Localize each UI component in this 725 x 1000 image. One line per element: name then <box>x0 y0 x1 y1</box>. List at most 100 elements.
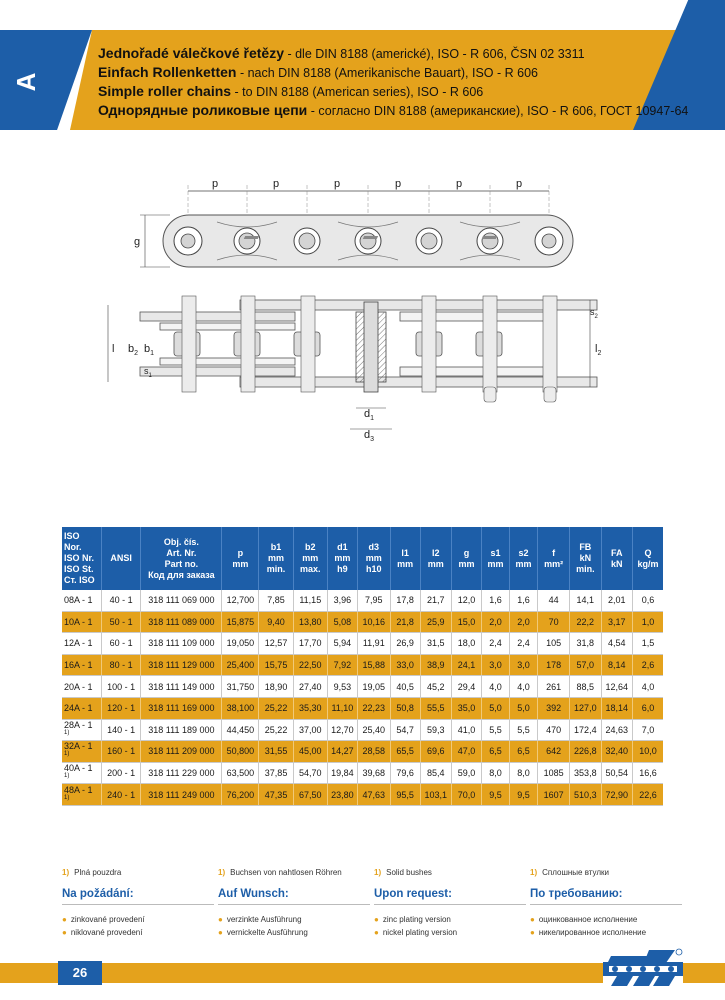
table-cell: 318 111 249 000 <box>140 783 223 806</box>
company-logo <box>603 948 683 990</box>
list-item: ●оцинкованное исполнение <box>530 915 638 924</box>
table-cell: 24,63 <box>601 719 633 742</box>
footnote-column-de: 1)Buchsen von nahtlosen Röhren Auf Wunsc… <box>218 868 378 939</box>
table-cell: 76,200 <box>221 783 260 806</box>
table-cell: 29,4 <box>451 675 482 698</box>
table-cell: 40,5 <box>390 675 421 698</box>
request-title: По требованию: <box>530 888 623 900</box>
table-cell: 32,40 <box>601 740 633 763</box>
col-d3: d3 mm h10 <box>357 527 391 590</box>
bullet-icon: ● <box>374 928 379 937</box>
table-cell: 22,50 <box>293 654 328 677</box>
col-q: Q kg/m <box>632 527 663 590</box>
col-l1: l1 mm <box>390 527 421 590</box>
cell-text: 40A - 1 <box>64 763 93 774</box>
list-item: ●nickel plating version <box>374 928 458 937</box>
col-ansi: ANSI <box>101 527 142 590</box>
table-cell: 18,90 <box>258 675 294 698</box>
table-cell: 1,5 <box>632 632 663 655</box>
pitch-label: p <box>456 178 462 190</box>
logo-stamp-icon <box>243 236 498 239</box>
table-cell: 8,0 <box>509 762 539 785</box>
table-cell: 318 111 189 000 <box>140 719 223 742</box>
table-cell: 7,92 <box>327 654 358 677</box>
table-cell: 60 - 1 <box>101 632 142 655</box>
table-cell: 88,5 <box>569 675 602 698</box>
table-cell: 2,0 <box>481 611 510 634</box>
table-cell: 40 - 1 <box>101 590 142 612</box>
table-cell: 45,00 <box>293 740 328 763</box>
table-cell: 16,6 <box>632 762 663 785</box>
table-cell: 318 111 089 000 <box>140 611 223 634</box>
footnote-column-en: 1)Solid bushes Upon request: ●zinc plati… <box>374 868 534 939</box>
cell-text: 48A - 1 <box>64 784 93 795</box>
bullet-icon: ● <box>62 915 67 924</box>
col-d1: d1 mm h9 <box>327 527 358 590</box>
table-cell: 1,6 <box>509 590 539 612</box>
table-cell: 33,0 <box>390 654 421 677</box>
section-letter: A <box>11 72 41 92</box>
table-cell: 10,16 <box>357 611 391 634</box>
bullet-icon: ● <box>218 928 223 937</box>
list-item: ●никелированное исполнение <box>530 928 647 937</box>
footnote-mark: 1) <box>64 794 70 801</box>
table-cell: 12,57 <box>258 632 294 655</box>
table-cell: 9,5 <box>509 783 539 806</box>
col-f: f mm² <box>537 527 571 590</box>
table-cell: 7,95 <box>357 590 391 612</box>
table-cell: 7,0 <box>632 719 663 742</box>
title-ru: Однорядные роликовые цепи - согласно DIN… <box>98 102 689 118</box>
divider <box>218 904 370 905</box>
table-cell: 22,6 <box>632 783 663 806</box>
table-cell: 8,14 <box>601 654 633 677</box>
table-cell: 10,0 <box>632 740 663 763</box>
chain-section-view <box>139 295 598 403</box>
table-cell: 63,500 <box>221 762 260 785</box>
table-cell: 23,80 <box>327 783 358 806</box>
table-cell: 50,8 <box>390 697 421 720</box>
table-cell: 11,15 <box>293 590 328 612</box>
table-cell: 2,4 <box>509 632 539 655</box>
table-cell: 6,5 <box>509 740 539 763</box>
svg-text:d1: d1 <box>364 408 374 422</box>
table-cell: 26,9 <box>390 632 421 655</box>
table-cell: 25,400 <box>221 654 260 677</box>
table-cell: 127,0 <box>569 697 602 720</box>
chain-drawing: p p p p p p <box>107 178 601 443</box>
table-cell: 15,875 <box>221 611 260 634</box>
table-cell: 25,22 <box>258 719 294 742</box>
table-cell: 9,40 <box>258 611 294 634</box>
title-en: Simple roller chains - to DIN 8188 (Amer… <box>98 83 484 99</box>
svg-text:s1: s1 <box>144 366 153 379</box>
table-cell: 40A - 1 1) <box>62 762 102 785</box>
col-b1: b1 mm min. <box>258 527 294 590</box>
table-cell: 70 <box>537 611 571 634</box>
divider <box>374 904 526 905</box>
table-cell: 67,50 <box>293 783 328 806</box>
table-cell: 44,450 <box>221 719 260 742</box>
footnote-mark: 1) <box>64 729 70 736</box>
pitch-label: p <box>516 178 522 190</box>
bullet-icon: ● <box>218 915 223 924</box>
table-cell: 35,0 <box>451 697 482 720</box>
divider <box>530 904 682 905</box>
table-cell: 08A - 1 <box>62 590 102 612</box>
table-cell: 2,6 <box>632 654 663 677</box>
table-cell: 226,8 <box>569 740 602 763</box>
list-item: ●zinkované provedení <box>62 915 145 924</box>
bullet-icon: ● <box>530 928 535 937</box>
col-iso: ISO Nor. ISO Nr. ISO St. Ст. ISO <box>62 527 102 590</box>
table-cell: 470 <box>537 719 571 742</box>
table-cell: 44 <box>537 590 571 612</box>
table-cell: 4,0 <box>509 675 539 698</box>
table-cell: 9,53 <box>327 675 358 698</box>
table-cell: 15,88 <box>357 654 391 677</box>
request-title: Auf Wunsch: <box>218 888 289 900</box>
table-cell: 72,90 <box>601 783 633 806</box>
